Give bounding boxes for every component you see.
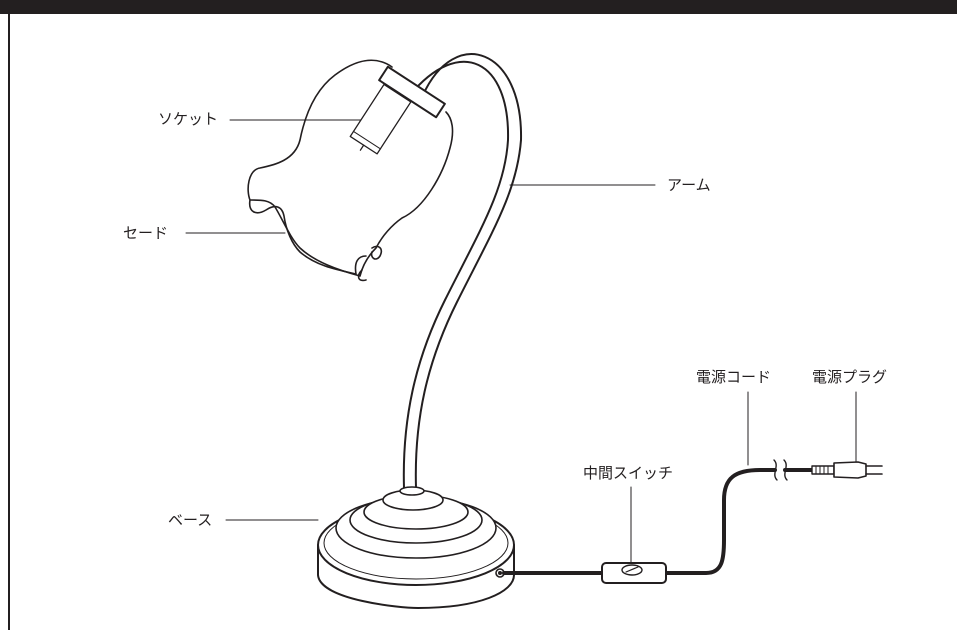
label-base: ベース: [168, 511, 213, 529]
base: [317, 486, 515, 609]
shade: [247, 59, 454, 282]
socket: [349, 83, 412, 155]
arm: [402, 53, 523, 489]
label-power-plug: 電源プラグ: [812, 368, 888, 386]
label-shade: セード: [123, 224, 169, 242]
left-border: [8, 14, 10, 630]
power-plug: [811, 461, 883, 479]
header-bar: [0, 0, 957, 14]
label-inline-switch: 中間スイッチ: [583, 464, 674, 482]
label-arm: アーム: [667, 176, 711, 194]
socket-bracket: [378, 65, 446, 119]
power-cord: [502, 459, 814, 575]
label-power-cord: 電源コード: [696, 368, 772, 386]
inline-switch: [601, 562, 667, 584]
label-socket: ソケット: [158, 110, 219, 128]
